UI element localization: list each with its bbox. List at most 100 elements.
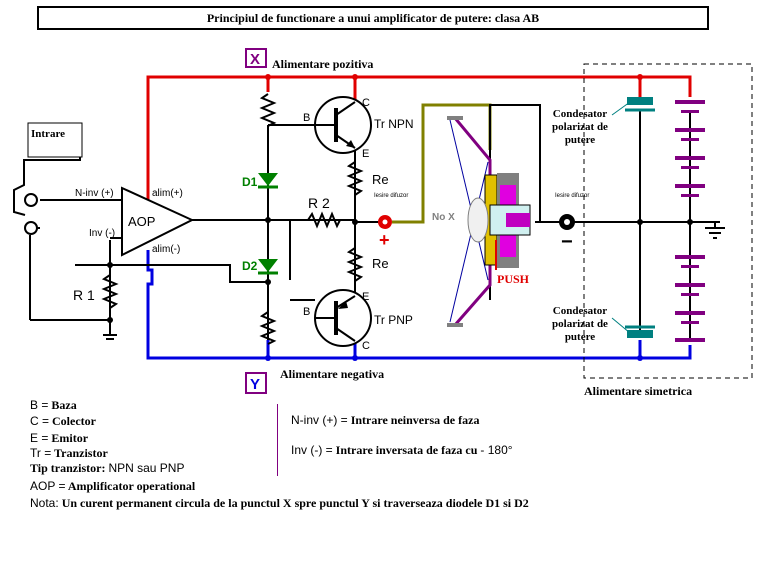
d1-label: D1 — [242, 175, 258, 189]
aop-label: AOP — [128, 214, 155, 229]
legend-aop-sym: AOP = — [30, 479, 66, 493]
npn-collector-label: C — [362, 97, 370, 109]
cap-bottom-label: Condesator polarizat de putere — [552, 305, 608, 343]
emitter-resistor-top — [346, 161, 364, 196]
r1-label: R 1 — [73, 287, 95, 303]
node-dot — [265, 355, 271, 361]
terminal-hole — [382, 219, 388, 225]
legend-b-txt: Baza — [51, 398, 77, 412]
legend-inv: Inv (-) = Intrare inversata de faza cu -… — [291, 443, 513, 458]
resistor-r1 — [101, 274, 119, 309]
output-plus-label: Iesire difuzor — [374, 193, 408, 199]
diode-d1 — [258, 173, 278, 189]
node-dot — [352, 74, 358, 80]
input-label: Intrare — [31, 128, 65, 140]
node-dot — [265, 279, 271, 285]
input-box — [27, 122, 83, 158]
pnp-collector-label: C — [362, 340, 370, 352]
re2-label: Re — [372, 256, 389, 271]
pnp-label: Tr PNP — [374, 313, 413, 327]
capacitor-bottom — [625, 325, 655, 338]
input-terminal-plus[interactable] — [24, 193, 38, 207]
node-y-box — [245, 372, 267, 394]
node-dot — [107, 317, 113, 323]
minus-sign: − — [561, 231, 573, 253]
legend-inv-txt: Intrare inversata de faza cu — [335, 443, 478, 457]
bias-resistor-bottom — [259, 311, 277, 345]
nox-label: No X — [432, 212, 455, 223]
node-x-label: X — [250, 51, 260, 68]
node-y-label: Y — [250, 376, 260, 393]
npn-base-label: B — [303, 112, 310, 124]
legend-e: E = Emitor — [30, 431, 88, 446]
node-dot — [265, 217, 271, 223]
input-terminal-minus[interactable] — [24, 221, 38, 235]
node-dot — [637, 219, 643, 225]
pnp-emitter-label: E — [362, 291, 369, 303]
cap-pointer — [611, 101, 631, 116]
supply-label: Alimentare simetrica — [584, 384, 692, 398]
npn-label: Tr NPN — [374, 117, 414, 131]
transistor-pnp — [314, 289, 372, 347]
node-dot — [265, 74, 271, 80]
legend-inv-val: - 180° — [480, 443, 513, 457]
legend-c-txt: Colector — [52, 414, 96, 428]
legend-tr: Tr = Tranzistor — [30, 446, 108, 461]
cap-top-label: Condesator polarizat de putere — [552, 108, 608, 146]
node-dot — [637, 355, 643, 361]
legend-tr-sym: Tr = — [30, 446, 52, 460]
d2-label: D2 — [242, 259, 258, 273]
legend-tip-val: NPN sau PNP — [108, 461, 185, 475]
emitter-resistor-bottom — [346, 247, 364, 282]
npn-emitter-label: E — [362, 148, 369, 160]
resistor-r2 — [307, 211, 341, 229]
node-x-box — [245, 48, 267, 68]
plus-sign: + — [379, 230, 390, 250]
legend-ninv-txt: Intrare neinversa de faza — [350, 413, 480, 427]
alim-pozitiva-label: Alimentare pozitiva — [272, 57, 373, 71]
legend-nota: Nota: Un curent permanent circula de la … — [30, 496, 529, 511]
terminal-hole — [564, 219, 570, 225]
push-label: PUSH — [497, 272, 530, 286]
node-dot — [352, 355, 358, 361]
diagram-title: Principiul de functionare a unui amplifi… — [37, 6, 709, 30]
re1-label: Re — [372, 172, 389, 187]
battery-stack — [675, 100, 705, 342]
node-dot — [352, 219, 358, 225]
ninv-label: N-inv (+) — [75, 188, 114, 199]
legend-nota-txt: Un curent permanent circula de la punctu… — [61, 496, 529, 510]
capacitor-top — [625, 97, 655, 112]
legend-c-sym: C = — [30, 414, 50, 428]
legend-e-sym: E = — [30, 431, 49, 445]
diode-d2 — [258, 259, 278, 275]
legend-aop-txt: Amplificator operational — [67, 479, 196, 493]
legend-b-sym: B = — [30, 398, 49, 412]
legend-tip-txt: Tip tranzistor: — [30, 461, 106, 475]
legend-tr-txt: Tranzistor — [54, 446, 108, 460]
transistor-npn — [314, 96, 372, 154]
aop-triangle — [121, 186, 195, 257]
inv-label: Inv (-) — [89, 228, 115, 239]
legend-ninv: N-inv (+) = Intrare neinversa de faza — [291, 413, 479, 428]
node-dot — [637, 74, 643, 80]
legend-b: B = Baza — [30, 398, 77, 413]
legend-c: C = Colector — [30, 414, 96, 429]
legend-nota-sym: Nota: — [30, 496, 59, 510]
r2-label: R 2 — [308, 195, 330, 211]
supply-box — [583, 63, 753, 379]
legend-e-txt: Emitor — [51, 431, 89, 445]
aop-alim-minus: alim(-) — [152, 244, 180, 255]
node-dot — [107, 262, 113, 268]
legend-divider — [277, 404, 278, 476]
speaker-driver — [447, 116, 531, 327]
legend-tip: Tip tranzistor: NPN sau PNP — [30, 461, 184, 476]
output-minus-label: Iesire difuzor — [555, 193, 589, 199]
cap-pointer — [611, 317, 631, 334]
node-dot — [687, 219, 693, 225]
pnp-base-label: B — [303, 306, 310, 318]
bias-resistor-top — [259, 93, 277, 127]
legend-aop: AOP = Amplificator operational — [30, 479, 195, 494]
aop-alim-plus: alim(+) — [152, 188, 183, 199]
alim-negativa-label: Alimentare negativa — [280, 367, 384, 381]
